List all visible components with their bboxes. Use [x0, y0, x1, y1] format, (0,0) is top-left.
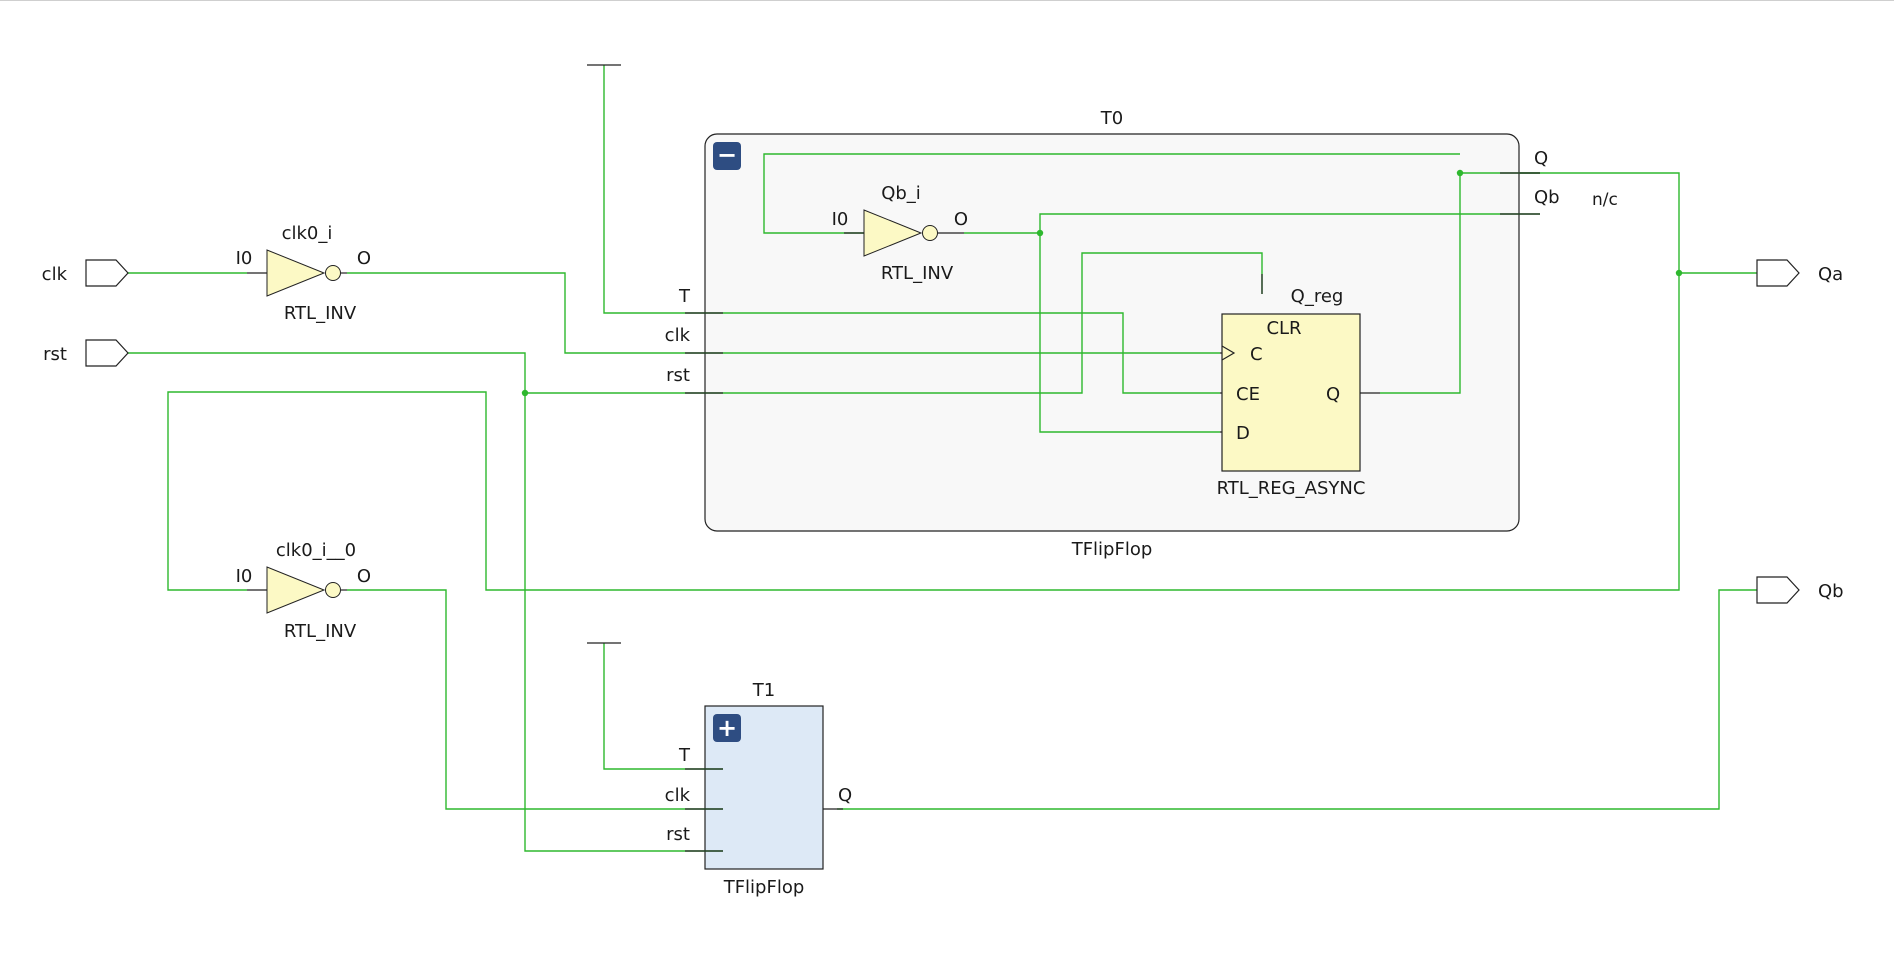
- register-q-reg-pin-c: C: [1250, 344, 1263, 365]
- t0-qb-no-connect: n/c: [1592, 190, 1618, 210]
- junction-qb-i: [1036, 229, 1044, 237]
- port-clk-symbol[interactable]: [85, 259, 129, 287]
- net-const-t0[interactable]: [603, 65, 1220, 394]
- t1-pin-label-clk: clk: [665, 785, 691, 806]
- port-rst[interactable]: rst: [43, 339, 129, 367]
- t0-block[interactable]: − T0 TFlipFlop T clk rst Q Qb n/c: [665, 108, 1618, 560]
- t0-instance-name: T0: [1100, 108, 1123, 129]
- t1-instance-name: T1: [752, 680, 775, 701]
- port-rst-symbol[interactable]: [85, 339, 129, 367]
- inverter-clk0-i-0-type: RTL_INV: [284, 621, 357, 642]
- port-qb-symbol[interactable]: [1756, 576, 1800, 604]
- inverter-clk0-i-0-out-label: O: [357, 566, 371, 587]
- inverter-qb-i-name: Qb_i: [881, 183, 921, 204]
- register-q-reg-pin-d: D: [1236, 423, 1250, 444]
- junction-q: [1456, 169, 1464, 177]
- inverter-qb-i-type: RTL_INV: [881, 263, 954, 284]
- register-q-reg-pin-ce: CE: [1236, 384, 1260, 405]
- net-const-t1[interactable]: [603, 643, 723, 770]
- net-qb-i-to-qb-pin[interactable]: [1039, 213, 1540, 233]
- t0-pin-label-rst: rst: [666, 365, 690, 386]
- port-qa-symbol[interactable]: [1756, 259, 1800, 287]
- port-clk[interactable]: clk: [42, 259, 129, 287]
- port-qb-label: Qb: [1818, 581, 1844, 602]
- net-rst-t0[interactable]: [525, 252, 1263, 394]
- port-qa[interactable]: Qa: [1756, 259, 1843, 287]
- register-q-reg-pin-q: Q: [1326, 384, 1340, 405]
- inverter-clk0-i-bubble: [325, 265, 341, 281]
- net-q-feedback[interactable]: [763, 153, 1460, 234]
- t0-pin-label-t: T: [678, 286, 691, 307]
- net-clk0-i-out[interactable]: [347, 272, 1220, 354]
- net-clk0-i-0-out[interactable]: [347, 589, 723, 810]
- register-q-reg-body[interactable]: [1221, 313, 1361, 472]
- t0-pin-label-clk: clk: [665, 325, 691, 346]
- inverter-clk0-i-0-in-label: I0: [236, 566, 253, 587]
- register-q-reg-pin-clr: CLR: [1266, 318, 1301, 339]
- t1-pin-label-q: Q: [838, 785, 852, 806]
- inverter-clk0-i-in-label: I0: [236, 248, 253, 269]
- t0-module-type: TFlipFlop: [1071, 539, 1153, 560]
- t0-block-body[interactable]: [704, 133, 1520, 532]
- inverter-qb-i[interactable]: Qb_i RTL_INV I0 O: [832, 183, 968, 284]
- inverter-clk0-i-0-bubble: [325, 582, 341, 598]
- port-qb[interactable]: Qb: [1756, 576, 1844, 604]
- t1-module-type: TFlipFlop: [723, 877, 805, 898]
- inverter-clk0-i-0-body[interactable]: [266, 566, 326, 614]
- inverter-clk0-i-body[interactable]: [266, 249, 326, 297]
- t1-expand-symbol[interactable]: +: [717, 714, 737, 742]
- inverter-qb-i-bubble: [922, 225, 938, 241]
- inverter-clk0-i-0[interactable]: clk0_i__0 RTL_INV I0 O: [236, 540, 371, 642]
- t0-pin-label-q: Q: [1534, 148, 1548, 169]
- junction-rst: [521, 389, 529, 397]
- inverter-qb-i-in-label: I0: [832, 209, 849, 230]
- inverter-qb-i-body[interactable]: [863, 209, 923, 257]
- register-q-reg[interactable]: Q_reg RTL_REG_ASYNC CLR C CE D Q: [1217, 286, 1366, 499]
- t0-pin-label-qb: Qb: [1534, 187, 1560, 208]
- net-qb[interactable]: [837, 589, 1757, 810]
- net-qa-feedback[interactable]: [167, 273, 1680, 591]
- junction-qa: [1675, 269, 1683, 277]
- inverter-clk0-i[interactable]: clk0_i RTL_INV I0 O: [236, 223, 371, 324]
- net-qb-i-out[interactable]: [964, 232, 1220, 433]
- nets: [128, 65, 1757, 852]
- inverter-clk0-i-out-label: O: [357, 248, 371, 269]
- t1-pin-label-rst: rst: [666, 824, 690, 845]
- inverter-clk0-i-name: clk0_i: [282, 223, 333, 244]
- net-rst[interactable]: [128, 352, 723, 852]
- top-border: [0, 0, 1894, 1]
- t0-collapse-button[interactable]: [713, 142, 741, 170]
- port-qa-label: Qa: [1818, 264, 1843, 285]
- inverter-qb-i-out-label: O: [954, 209, 968, 230]
- t1-pin-label-t: T: [678, 745, 691, 766]
- inverter-clk0-i-type: RTL_INV: [284, 303, 357, 324]
- t1-expand-button[interactable]: [713, 714, 741, 742]
- clock-triangle-icon: [1221, 345, 1236, 361]
- port-clk-label: clk: [42, 264, 68, 285]
- port-rst-label: rst: [43, 344, 67, 365]
- net-qa[interactable]: [1520, 172, 1757, 274]
- t1-block[interactable]: + T1 TFlipFlop T clk rst Q: [665, 680, 853, 898]
- inverter-clk0-i-0-name: clk0_i__0: [276, 540, 356, 561]
- t0-collapse-symbol[interactable]: −: [717, 141, 737, 169]
- register-q-reg-type: RTL_REG_ASYNC: [1217, 478, 1366, 499]
- register-q-reg-name: Q_reg: [1291, 286, 1344, 307]
